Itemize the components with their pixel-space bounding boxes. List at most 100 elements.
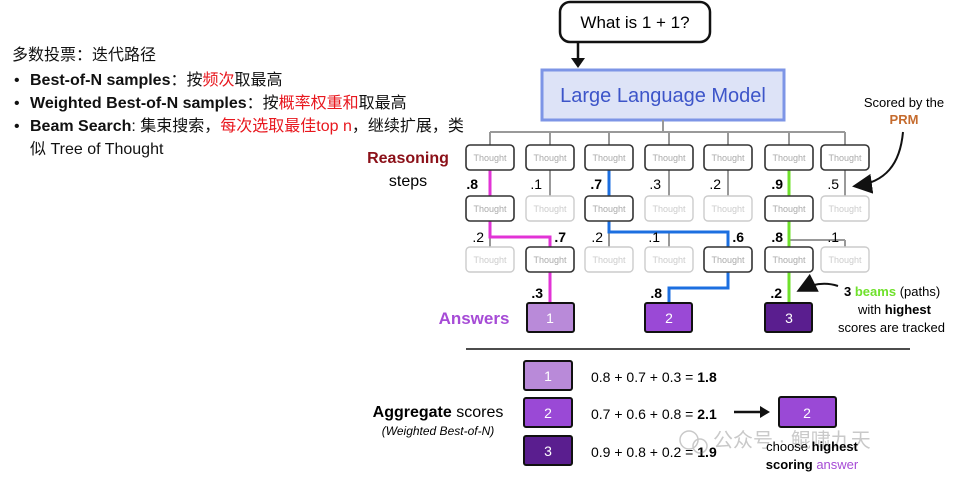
svg-text:3: 3 <box>785 310 793 326</box>
score-label: .6 <box>732 229 744 245</box>
svg-text:1: 1 <box>546 310 554 326</box>
thought-box-faded: Thought <box>820 246 870 273</box>
method-highlight: 每次选取最佳top n <box>220 118 352 135</box>
thought-box-faded: Thought <box>820 195 870 222</box>
svg-text:Thought: Thought <box>533 153 567 163</box>
svg-text:3: 3 <box>544 443 552 459</box>
aggregate-row-2: 2 0.7 + 0.6 + 0.8 = 2.1 <box>523 397 717 428</box>
svg-text:Thought: Thought <box>652 204 686 214</box>
answer-box-2: 2 <box>644 302 693 333</box>
thought-box: Thought <box>703 246 753 273</box>
thought-row-1: Thought Thought Thought Thought Thought … <box>465 144 870 171</box>
fanout-lines <box>489 120 846 145</box>
thought-box-faded: Thought <box>644 246 694 273</box>
thought-box: Thought <box>584 144 634 171</box>
prm-arrow-icon <box>852 131 904 194</box>
method-item-weighted: Weighted Best-of-N samples：按概率权重和取最高 <box>14 92 475 115</box>
method-highlight: 概率权重和 <box>278 95 359 112</box>
svg-text:2: 2 <box>665 310 673 326</box>
score-label: .2 <box>709 176 721 192</box>
score-label: .2 <box>770 285 782 301</box>
method-name: Best-of-N samples <box>30 72 171 89</box>
question-arrow-icon <box>571 58 585 68</box>
svg-text:Thought: Thought <box>592 255 626 265</box>
score-label: .8 <box>650 285 662 301</box>
svg-text:Thought: Thought <box>533 204 567 214</box>
score-label: .3 <box>649 176 661 192</box>
beams-arrow-icon <box>796 273 839 292</box>
score-label: .2 <box>591 229 603 245</box>
method-item-beam-search: Beam Search: 集束搜索，每次选取最佳top n，继续扩展，类似 Tr… <box>14 115 475 161</box>
score-label: .7 <box>590 176 602 192</box>
thought-box: Thought <box>764 246 814 273</box>
score-label: .3 <box>531 285 543 301</box>
svg-text:Thought: Thought <box>533 255 567 265</box>
method-rest: 取最高 <box>234 72 283 89</box>
left-text-panel: 多数投票：迭代路径 Best-of-N samples：按频次取最高 Weigh… <box>12 44 475 161</box>
svg-text:Thought: Thought <box>473 204 507 214</box>
thought-box: Thought <box>644 144 694 171</box>
svg-text:Thought: Thought <box>828 204 862 214</box>
aggregate-row-3: 3 0.9 + 0.8 + 0.2 = 1.9 <box>523 435 717 466</box>
svg-text:Thought: Thought <box>711 153 745 163</box>
score-label: .1 <box>530 176 542 192</box>
thought-box: Thought <box>820 144 870 171</box>
left-panel-title: 多数投票：迭代路径 <box>12 47 157 64</box>
answer-box-3: 3 <box>764 302 813 333</box>
score-label: .2 <box>472 229 484 245</box>
svg-text:0.7 + 0.6 + 0.8 = 2.1: 0.7 + 0.6 + 0.8 = 2.1 <box>591 406 717 422</box>
method-name: Beam Search <box>30 118 132 135</box>
svg-text:0.8 + 0.7 + 0.3 = 1.8: 0.8 + 0.7 + 0.3 = 1.8 <box>591 369 717 385</box>
choose-note-line1: choose highest <box>766 439 858 454</box>
answer-box-1: 1 <box>526 302 575 333</box>
svg-text:Thought: Thought <box>652 153 686 163</box>
llm-box: Large Language Model <box>540 68 786 122</box>
watermark-text: 公众号 · 鲲啸九天 <box>713 429 871 452</box>
thought-box: Thought <box>764 144 814 171</box>
beams-note-line1: 3 beams (paths) <box>844 284 940 299</box>
llm-label: Large Language Model <box>560 85 766 107</box>
row2-scores: .2 .7 .2 .1 .6 .8 .1 <box>472 229 839 245</box>
chosen-answer-box: 2 <box>778 396 837 428</box>
thought-box: Thought <box>465 144 515 171</box>
svg-text:Thought: Thought <box>592 153 626 163</box>
thought-box: Thought <box>584 195 634 222</box>
beams-note-line2: with highest <box>857 302 932 317</box>
row1-scores: .8 .1 .7 .3 .2 .9 .5 <box>466 176 839 192</box>
svg-text:Thought: Thought <box>473 255 507 265</box>
aggregate-row-1: 1 0.8 + 0.7 + 0.3 = 1.8 <box>523 360 717 391</box>
thought-row-3: Thought Thought Thought Thought Thought … <box>465 246 870 273</box>
pink-beam-path <box>488 170 552 303</box>
aggregate-label: Aggregate scores <box>373 404 504 421</box>
thought-box-faded: Thought <box>703 195 753 222</box>
choose-note-line2: scoring answer <box>766 457 859 472</box>
thought-box: Thought <box>703 144 753 171</box>
thought-box: Thought <box>525 144 575 171</box>
score-label: .1 <box>648 229 660 245</box>
thought-box-faded: Thought <box>525 195 575 222</box>
svg-text:Thought: Thought <box>473 153 507 163</box>
score-label: .8 <box>771 229 783 245</box>
thought-box: Thought <box>525 246 575 273</box>
svg-text:2: 2 <box>803 405 811 421</box>
method-item-best-of-n: Best-of-N samples：按频次取最高 <box>14 69 475 92</box>
method-name: Weighted Best-of-N samples <box>30 95 247 112</box>
svg-text:Thought: Thought <box>592 204 626 214</box>
method-sep: ：按 <box>170 72 203 89</box>
svg-text:Thought: Thought <box>828 255 862 265</box>
watermark: 公众号 · 鲲啸九天 <box>679 429 871 454</box>
scored-by-label: Scored by the <box>864 95 944 110</box>
aggregate-subtitle: (Weighted Best-of-N) <box>382 424 494 438</box>
choose-arrow-icon <box>760 406 770 418</box>
score-label: .8 <box>466 176 478 192</box>
svg-text:2: 2 <box>544 405 552 421</box>
svg-text:0.9 + 0.8 + 0.2 = 1.9: 0.9 + 0.8 + 0.2 = 1.9 <box>591 444 717 460</box>
svg-text:Thought: Thought <box>772 255 806 265</box>
thought-box-faded: Thought <box>644 195 694 222</box>
reasoning-label: Reasoning <box>367 150 449 167</box>
thought-row-2: Thought Thought Thought Thought Thought … <box>465 195 870 222</box>
score-label: .9 <box>771 176 783 192</box>
beams-note-line3: scores are tracked <box>838 320 945 335</box>
thought-box-faded: Thought <box>465 246 515 273</box>
